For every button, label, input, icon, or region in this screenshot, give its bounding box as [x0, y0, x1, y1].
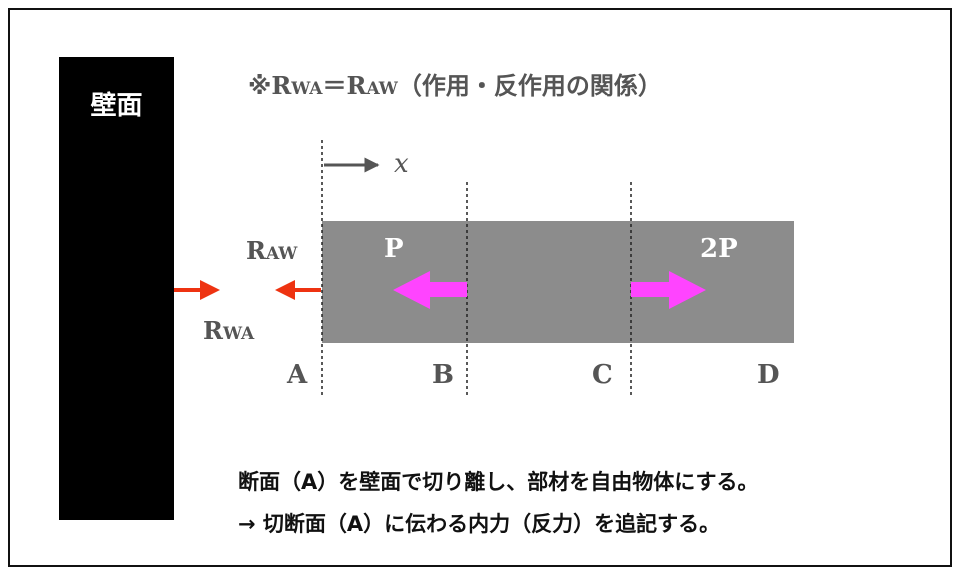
relation-prefix: ※ — [248, 72, 272, 100]
note-line-2: → 切断面（A）に伝わる内力（反力）を追記する。 — [238, 512, 721, 536]
relation-r1-sub: WA — [291, 79, 323, 99]
member-bar — [322, 221, 794, 343]
reaction-arrow-rwa — [174, 280, 220, 300]
wall-label: 壁面 — [90, 91, 143, 121]
load-arrow-2p — [631, 271, 706, 309]
x-axis-label: x — [394, 149, 409, 179]
relation-suffix: （作用・反作用の関係） — [397, 72, 662, 100]
force-label-rwa: RWA — [203, 316, 254, 345]
relation-equals: ＝ — [322, 72, 347, 100]
relation-r2-sub: AW — [366, 79, 398, 99]
wall: 壁面 — [59, 57, 174, 520]
point-label-c: C — [592, 360, 613, 390]
raw-sub: AW — [265, 244, 298, 264]
note-line-1: 断面（A）を壁面で切り離し、部材を自由物体にする。 — [238, 470, 759, 494]
load-label-2p: 2P — [700, 234, 738, 264]
relation-r1: R — [271, 71, 292, 100]
reaction-relation-note: ※RWA＝RAW（作用・反作用の関係） — [248, 66, 662, 101]
relation-r2: R — [346, 71, 367, 100]
load-arrow-p — [393, 271, 467, 309]
rwa-sub: WA — [222, 324, 255, 344]
load-label-p: P — [384, 234, 404, 264]
raw-main: R — [246, 236, 266, 265]
reaction-arrow-raw — [275, 280, 321, 300]
rwa-main: R — [203, 316, 223, 345]
point-label-a: A — [287, 360, 308, 390]
force-label-raw: RAW — [246, 236, 297, 265]
point-label-b: B — [432, 360, 454, 390]
point-label-d: D — [757, 360, 780, 390]
